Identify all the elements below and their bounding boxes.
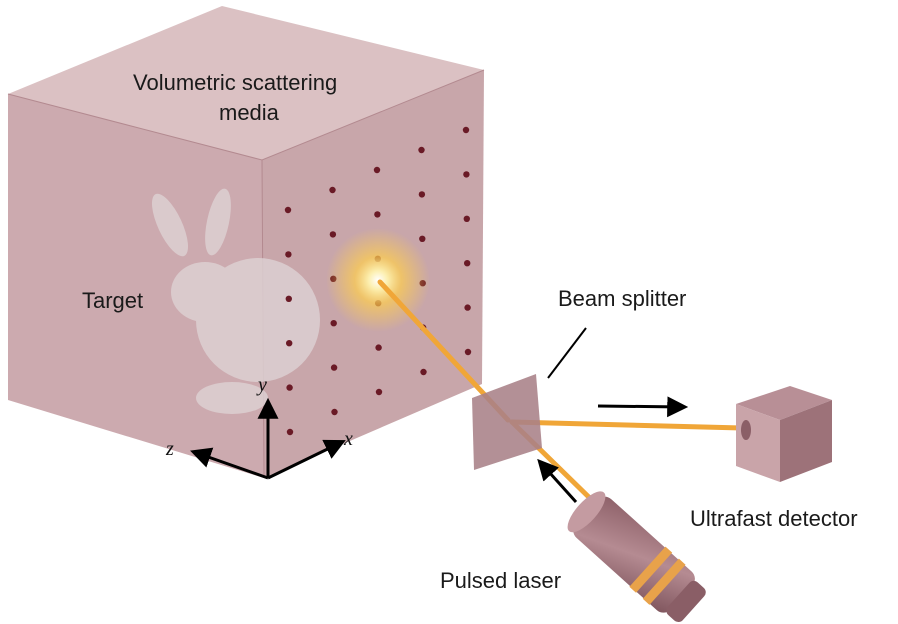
- bunny-ear-left: [151, 193, 189, 257]
- beam-splitter-plate: [472, 374, 542, 470]
- axis-z-arrow: [190, 447, 269, 480]
- beam-splitter-label: Beam splitter: [558, 286, 687, 311]
- axis-x-label: x: [344, 428, 353, 450]
- scan-dot: [418, 191, 426, 198]
- scan-dot: [329, 186, 336, 194]
- scan-dot: [285, 251, 292, 258]
- axis-z-label: z: [166, 438, 174, 460]
- laser-ring-1: [629, 546, 673, 593]
- detector-top: [736, 386, 832, 420]
- bunny-target-icon: [151, 188, 320, 414]
- media-label-line2: media: [219, 100, 279, 125]
- arrow-to-detector: [597, 396, 689, 418]
- target-label: Target: [82, 288, 144, 313]
- scan-dot: [420, 368, 427, 376]
- cube-front-face: [8, 94, 264, 478]
- scan-dot: [374, 211, 381, 218]
- laser-tail: [666, 580, 706, 623]
- media-label-line1: Volumetric scattering: [133, 70, 338, 95]
- axis-x-arrow: [267, 439, 346, 480]
- axis-y-label: y: [258, 374, 267, 396]
- bunny-body: [196, 258, 320, 382]
- scattering-cube: [7, 6, 485, 479]
- bunny-feet: [196, 382, 268, 414]
- scan-dot: [286, 340, 293, 347]
- beam-splitter-pointer: [547, 327, 587, 379]
- scan-dot: [462, 126, 470, 134]
- scan-dot: [286, 384, 293, 391]
- cube-top-face: [8, 6, 484, 160]
- detector-aperture: [741, 420, 751, 440]
- scan-dot: [330, 320, 337, 327]
- scan-dot: [285, 295, 292, 302]
- scan-dot: [286, 428, 294, 436]
- scan-dot: [464, 348, 472, 356]
- coordinate-axes: [190, 397, 346, 480]
- arrow-from-laser: [537, 458, 578, 504]
- detector-icon: [736, 386, 832, 482]
- scan-dot: [464, 260, 471, 267]
- scan-dot: [331, 408, 338, 416]
- laser-ring-2: [642, 558, 686, 605]
- scan-dot: [463, 215, 470, 222]
- laser-icon: [567, 491, 706, 623]
- bunny-ear-right: [205, 188, 231, 256]
- detector-side: [780, 400, 832, 482]
- laser-label: Pulsed laser: [440, 568, 562, 593]
- beam-to-detector: [509, 419, 745, 431]
- scan-dot: [375, 388, 383, 396]
- scan-dot: [464, 304, 471, 311]
- scan-dot: [375, 344, 382, 351]
- detector-label: Ultrafast detector: [690, 506, 858, 531]
- laser-emitter-end: [567, 491, 606, 533]
- scan-dot: [463, 171, 470, 178]
- scan-dot: [330, 364, 338, 371]
- scan-dot: [329, 231, 337, 238]
- scan-dot: [418, 146, 425, 154]
- scan-dot: [284, 206, 292, 214]
- scan-dot: [419, 235, 426, 242]
- scan-dot: [373, 166, 381, 174]
